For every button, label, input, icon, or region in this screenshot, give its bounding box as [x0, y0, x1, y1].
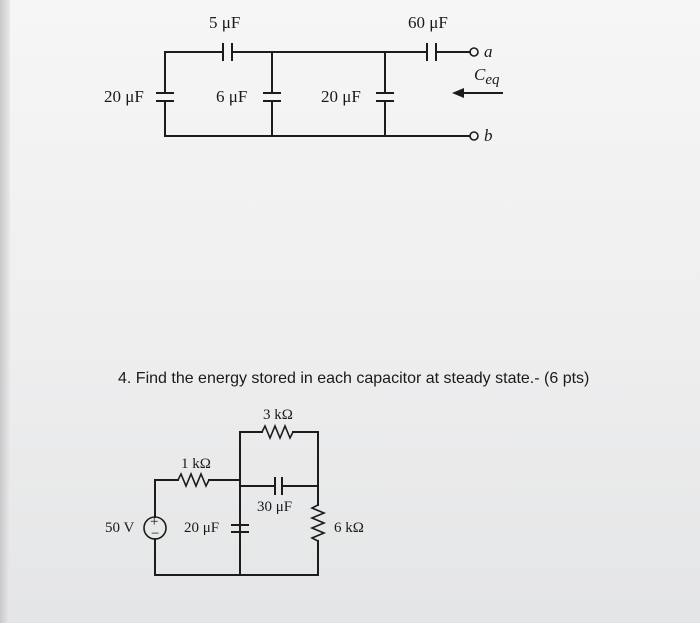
label-res-6k: 6 kΩ [334, 520, 364, 536]
label-terminal-a: a [484, 42, 493, 61]
label-res-1k: 1 kΩ [181, 456, 211, 472]
label-cap-5uf: 5 μF [209, 13, 240, 32]
top-circuit: 5 μF 60 μF 20 μF 6 μF 20 μF a b Ceq [104, 13, 503, 145]
label-res-3k: 3 kΩ [263, 407, 293, 423]
ceq-arrow-head [452, 88, 464, 98]
voltage-source-symbol [143, 516, 167, 540]
label-ceq: Ceq [474, 65, 500, 88]
resistor-3k [261, 423, 294, 441]
label-ceq-main: C [474, 65, 486, 84]
paper-edge [0, 0, 10, 623]
source-plus-sign: + [150, 514, 158, 530]
source-minus-sign: − [151, 526, 159, 542]
question-4: 4. Find the energy stored in each capaci… [118, 370, 589, 388]
question-number: 4. [118, 370, 132, 387]
label-cap-6uf: 6 μF [216, 87, 247, 106]
label-cap-20uf-bottom: 20 μF [184, 520, 219, 536]
terminal-a-node [469, 47, 479, 57]
label-cap-20uf-left: 20 μF [104, 87, 144, 106]
label-cap-60uf: 60 μF [408, 13, 448, 32]
label-ceq-sub: eq [485, 72, 500, 88]
resistor-6k [309, 504, 327, 542]
label-cap-20uf-mid: 20 μF [321, 87, 361, 106]
label-terminal-b: b [484, 126, 493, 145]
label-source-50v: 50 V [105, 520, 134, 536]
label-cap-30uf: 30 μF [257, 499, 292, 515]
terminal-b-node [469, 131, 479, 141]
question-text: Find the energy stored in each capacitor… [135, 370, 590, 387]
bottom-circuit: + − 3 [105, 407, 364, 576]
resistor-1k [177, 471, 210, 489]
